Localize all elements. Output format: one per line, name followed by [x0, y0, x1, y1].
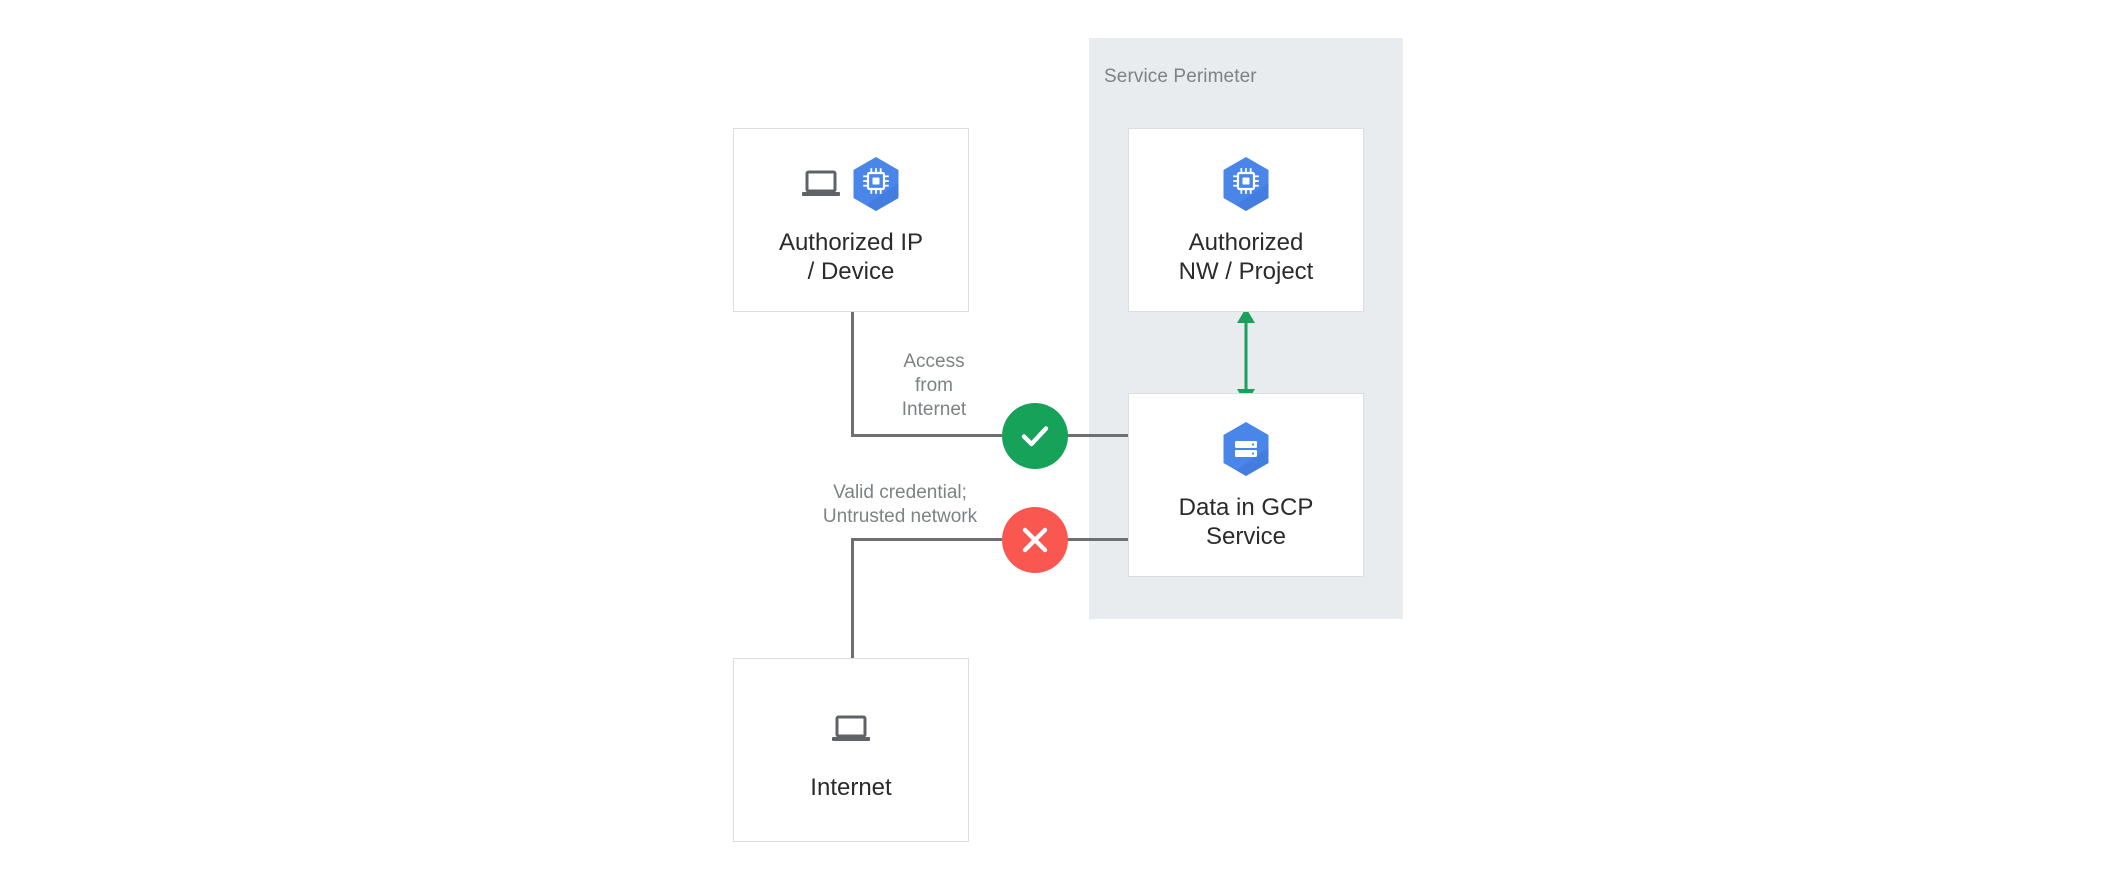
- node-internet[interactable]: Internet: [733, 658, 969, 842]
- node-label: Authorized NW / Project: [1178, 229, 1314, 285]
- status-badge-allowed: [1002, 403, 1068, 469]
- gcp-compute-hexagon-icon: [853, 157, 899, 211]
- node-label: Data in GCP Service: [1178, 494, 1314, 550]
- double-arrow-vertical-icon: [1237, 308, 1255, 404]
- deny-connector-horizontal-left: [851, 538, 1002, 541]
- close-icon: [1022, 527, 1048, 553]
- node-label: Authorized IP / Device: [778, 229, 924, 285]
- allow-connector-horizontal-left: [851, 434, 1002, 437]
- node-authorized-nw-project[interactable]: Authorized NW / Project: [1128, 128, 1364, 312]
- node-icon-group: [1222, 419, 1270, 479]
- laptop-icon: [802, 170, 840, 196]
- node-authorized-ip-device[interactable]: Authorized IP / Device: [733, 128, 969, 312]
- node-icon-group: [802, 154, 900, 214]
- gcp-compute-hexagon-icon: [1223, 157, 1269, 211]
- node-data-in-gcp-service[interactable]: Data in GCP Service: [1128, 393, 1364, 577]
- allow-edge-label: Access from Internet: [901, 351, 967, 420]
- allow-connector-vertical: [851, 312, 854, 437]
- service-perimeter-label: Service Perimeter: [1104, 66, 1257, 87]
- gcp-storage-hexagon-icon: [1223, 422, 1269, 476]
- node-icon-group: [832, 699, 870, 759]
- deny-edge-label: Valid credential; Untrusted network: [822, 482, 978, 527]
- deny-connector-vertical: [851, 538, 854, 659]
- laptop-icon: [832, 715, 870, 741]
- node-icon-group: [1222, 154, 1270, 214]
- allow-connector-horizontal-right: [1067, 434, 1129, 437]
- deny-connector-horizontal-right: [1067, 538, 1129, 541]
- node-label: Internet: [810, 773, 892, 801]
- status-badge-denied: [1002, 507, 1068, 573]
- check-icon: [1021, 426, 1049, 447]
